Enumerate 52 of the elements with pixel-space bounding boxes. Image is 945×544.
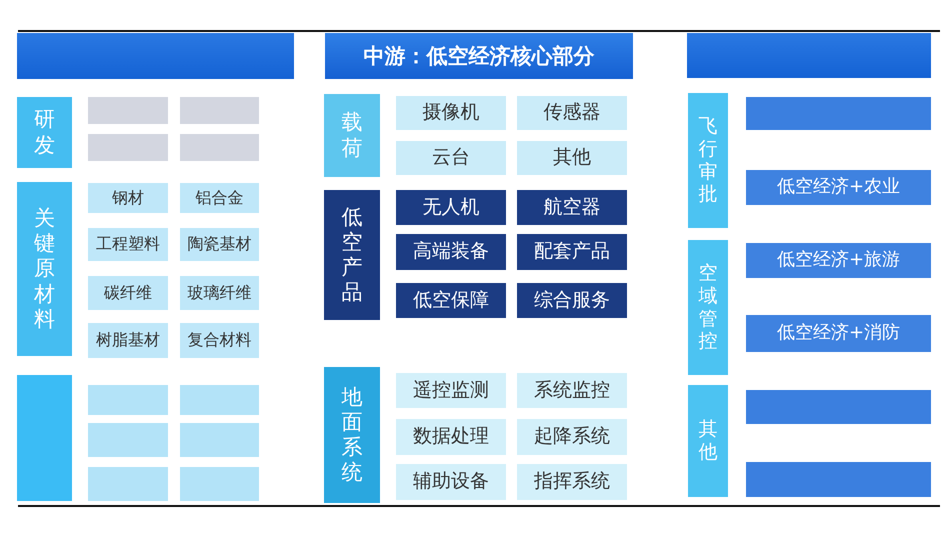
blank-tile	[88, 467, 168, 501]
category-panel: 低空产品	[324, 190, 380, 320]
blank-tile	[88, 97, 168, 124]
category-panel: 地面系统	[324, 367, 380, 503]
blank-tile	[746, 462, 931, 497]
item-tile: 复合材料	[180, 323, 259, 358]
category-panel: 研发	[17, 97, 72, 168]
item-tile: 指挥系统	[517, 464, 627, 500]
item-tile: 其他	[517, 141, 627, 175]
blank-tile	[180, 423, 259, 457]
application-tile: 低空经济+旅游	[746, 243, 931, 278]
item-tile: 摄像机	[396, 96, 506, 130]
item-tile: 玻璃纤维	[180, 276, 259, 310]
blank-header-bar	[687, 33, 931, 78]
blank-tile	[180, 467, 259, 501]
item-tile: 钢材	[88, 183, 168, 213]
item-tile: 铝合金	[180, 183, 259, 213]
blank-tile	[180, 97, 259, 124]
item-tile: 陶瓷基材	[180, 228, 259, 261]
blank-tile	[88, 385, 168, 415]
item-tile: 航空器	[517, 190, 627, 225]
section-header: 中游：低空经济核心部分	[325, 33, 633, 79]
blank-tile	[180, 385, 259, 415]
item-tile: 配套产品	[517, 234, 627, 270]
item-tile: 云台	[396, 141, 506, 175]
application-tile: 低空经济+农业	[746, 170, 931, 205]
item-tile: 起降系统	[517, 419, 627, 455]
blank-tile	[88, 423, 168, 457]
application-tile: 低空经济+消防	[746, 315, 931, 352]
item-tile: 系统监控	[517, 373, 627, 408]
blank-header-bar	[17, 33, 294, 79]
item-tile: 树脂基材	[88, 323, 168, 358]
item-tile: 高端装备	[396, 234, 506, 270]
category-panel: 载荷	[324, 94, 380, 177]
category-panel: 空域管控	[688, 240, 728, 375]
item-tile: 数据处理	[396, 419, 506, 455]
category-panel: 其他	[688, 385, 728, 497]
blank-category-panel	[17, 375, 72, 501]
item-tile: 遥控监测	[396, 373, 506, 408]
item-tile: 辅助设备	[396, 464, 506, 500]
item-tile: 无人机	[396, 190, 506, 225]
item-tile: 综合服务	[517, 283, 627, 318]
blank-tile	[746, 390, 931, 424]
blank-tile	[746, 97, 931, 130]
category-panel: 关键原材料	[17, 182, 72, 356]
item-tile: 工程塑料	[88, 228, 168, 261]
blank-tile	[180, 134, 259, 161]
item-tile: 传感器	[517, 96, 627, 130]
blank-tile	[88, 134, 168, 161]
item-tile: 碳纤维	[88, 276, 168, 310]
category-panel: 飞行审批	[688, 93, 728, 228]
item-tile: 低空保障	[396, 283, 506, 318]
